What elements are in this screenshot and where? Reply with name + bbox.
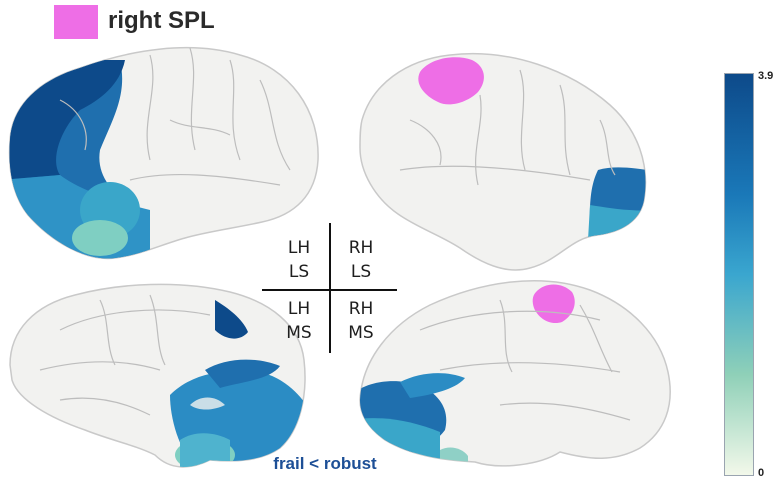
brain-lh-medial bbox=[9, 283, 306, 468]
label-bottom-right-line2: MS bbox=[348, 323, 374, 343]
label-bottom-left-line2: MS bbox=[286, 323, 312, 343]
activation-cluster-lh-medial bbox=[170, 300, 305, 467]
brain-lh-lateral bbox=[8, 47, 319, 260]
brain-rh-lateral bbox=[359, 52, 647, 271]
contrast-label: frail < robust bbox=[273, 454, 377, 473]
label-bottom-right: RH MS bbox=[336, 297, 386, 345]
colorbar-max-label: 3.9 bbox=[758, 70, 773, 82]
label-top-left: LH LS bbox=[274, 236, 324, 284]
label-top-right-line1: RH bbox=[348, 238, 374, 258]
legend-label: right SPL bbox=[108, 7, 215, 34]
label-bottom-right-line1: RH bbox=[348, 299, 374, 319]
label-top-right: RH LS bbox=[336, 236, 386, 284]
spl-cluster-rh-lateral bbox=[418, 57, 484, 105]
activation-cluster-rh-lateral bbox=[588, 167, 646, 240]
colorbar bbox=[724, 73, 754, 476]
label-top-left-line1: LH bbox=[287, 238, 311, 258]
brain-rh-medial bbox=[359, 279, 671, 467]
label-top-right-line2: LS bbox=[350, 262, 372, 282]
label-top-left-line2: LS bbox=[288, 262, 310, 282]
legend-swatch bbox=[54, 5, 98, 39]
label-bottom-left: LH MS bbox=[274, 297, 324, 345]
label-bottom-left-line1: LH bbox=[287, 299, 311, 319]
colorbar-min-label: 0 bbox=[758, 467, 765, 479]
